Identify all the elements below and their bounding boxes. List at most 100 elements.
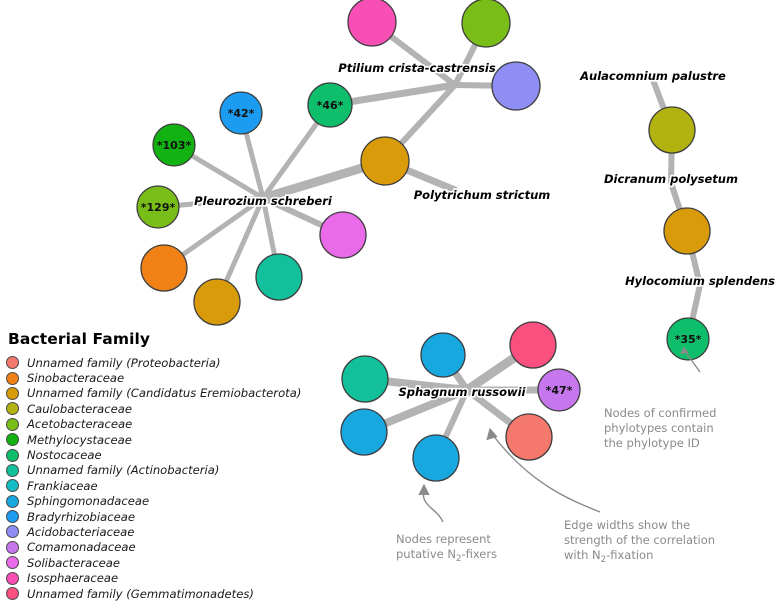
legend-item[interactable]: Sinobacteraceae	[6, 370, 286, 385]
legend-swatch-icon	[6, 525, 19, 539]
node-circle[interactable]	[412, 434, 460, 482]
legend-swatch-icon	[6, 587, 19, 601]
hub-label-aulacomnium: Aulacomnium palustre	[579, 69, 726, 83]
legend-item-label: Bradyrhizobiaceae	[27, 509, 135, 524]
legend-item[interactable]: Unnamed family (Candidatus Eremiobactero…	[6, 386, 301, 401]
legend-swatch-icon	[6, 448, 19, 462]
network-node[interactable]: *46*	[307, 82, 353, 128]
node-circle[interactable]	[491, 61, 541, 111]
network-node[interactable]	[319, 211, 367, 259]
legend-item[interactable]: Methylocystaceae	[6, 432, 286, 447]
legend-item[interactable]: Sphingomonadaceae	[6, 494, 286, 509]
network-node[interactable]	[360, 136, 410, 186]
network-node[interactable]	[412, 434, 460, 482]
node-circle[interactable]	[509, 321, 557, 369]
network-node[interactable]: *47*	[537, 368, 581, 412]
node-phylotype-id: *47*	[546, 384, 573, 397]
node-circle[interactable]	[341, 355, 389, 403]
arrow-phylotype	[683, 349, 701, 373]
network-node[interactable]: *129*	[136, 185, 180, 229]
node-phylotype-id: *46*	[317, 99, 344, 112]
annot-phylotype-line: Nodes of confirmed	[604, 406, 716, 420]
legend-item[interactable]: Comamonadaceae	[6, 540, 286, 555]
node-layer: *42* *46* *103* *129* *35* *47*	[136, 0, 711, 482]
arrow-phylotype-head	[680, 346, 689, 355]
network-node[interactable]	[663, 207, 711, 255]
network-node[interactable]	[461, 0, 511, 48]
legend-item-label: Isosphaeraceae	[27, 571, 119, 586]
node-circle[interactable]	[420, 332, 466, 378]
legend-title: Bacterial Family	[8, 330, 151, 348]
legend-swatch-icon	[6, 556, 19, 570]
legend-item-label: Nostocaceae	[27, 448, 102, 463]
node-circle[interactable]	[360, 136, 410, 186]
hub-label-polytrichum: Polytrichum strictum	[414, 188, 551, 202]
node-circle[interactable]	[219, 91, 263, 135]
legend-item-label: Acetobacteraceae	[27, 417, 133, 432]
network-node[interactable]	[255, 253, 303, 301]
node-circle[interactable]	[505, 413, 553, 461]
node-circle[interactable]	[307, 82, 353, 128]
legend-item-label: Frankiaceae	[27, 478, 98, 493]
legend-item-label: Unnamed family (Candidatus Eremiobactero…	[27, 386, 302, 401]
network-node[interactable]	[509, 321, 557, 369]
network-node[interactable]: *35*	[666, 317, 710, 361]
node-circle[interactable]	[648, 106, 696, 154]
node-circle[interactable]	[136, 185, 180, 229]
node-circle[interactable]	[461, 0, 511, 48]
legend-item-label: Acidobacteriaceae	[27, 524, 135, 539]
legend-swatch-icon	[6, 386, 19, 400]
legend-item[interactable]: Frankiaceae	[6, 478, 286, 493]
annotation-arrows	[418, 346, 701, 523]
node-phylotype-id: *42*	[228, 107, 255, 120]
node-circle[interactable]	[347, 0, 397, 47]
legend-item[interactable]: Nostocaceae	[6, 447, 286, 462]
annot-nodes-line: Nodes represent	[396, 532, 491, 546]
legend-item[interactable]: Unnamed family (Proteobacteria)	[6, 355, 286, 370]
annot-edges-line: with N2-fixation	[564, 548, 653, 565]
node-circle[interactable]	[319, 211, 367, 259]
network-node[interactable]	[347, 0, 397, 47]
legend-item[interactable]: Unnamed family (Gemmatimonadetes)	[6, 586, 286, 601]
node-circle[interactable]	[340, 408, 388, 456]
node-circle[interactable]	[666, 317, 710, 361]
legend-item-label: Unnamed family (Actinobacteria)	[27, 463, 220, 478]
hub-label-ptilium: Ptilium crista-castrensis	[338, 61, 496, 75]
legend-item[interactable]: Caulobacteraceae	[6, 401, 286, 416]
network-node[interactable]: *42*	[219, 91, 263, 135]
node-circle[interactable]	[537, 368, 581, 412]
node-circle[interactable]	[255, 253, 303, 301]
network-node[interactable]	[648, 106, 696, 154]
network-node[interactable]	[140, 244, 188, 292]
node-circle[interactable]	[663, 207, 711, 255]
legend-swatch-icon	[6, 433, 19, 447]
legend-item-label: Methylocystaceae	[27, 432, 132, 447]
annot-edges-line: strength of the correlation	[564, 533, 715, 547]
hub-label-hylocomium: Hylocomium splendens	[625, 274, 775, 288]
network-node[interactable]	[340, 408, 388, 456]
network-node[interactable]	[341, 355, 389, 403]
network-node[interactable]	[193, 278, 241, 326]
network-node[interactable]	[420, 332, 466, 378]
network-node[interactable]: *103*	[152, 123, 196, 167]
annot-edges-line: Edge widths show the	[564, 518, 690, 532]
legend: Bacterial Family Unnamed family (Proteob…	[6, 330, 301, 601]
node-circle[interactable]	[152, 123, 196, 167]
legend-item[interactable]: Acidobacteriaceae	[6, 524, 286, 539]
network-node[interactable]	[505, 413, 553, 461]
legend-item[interactable]: Isosphaeraceae	[6, 570, 286, 585]
legend-item[interactable]: Unnamed family (Actinobacteria)	[6, 463, 286, 478]
network-node[interactable]	[491, 61, 541, 111]
legend-item[interactable]: Solibacteraceae	[6, 555, 286, 570]
node-circle[interactable]	[193, 278, 241, 326]
legend-item[interactable]: Bradyrhizobiaceae	[6, 509, 286, 524]
legend-swatch-icon	[6, 510, 19, 524]
annot-phylotype-line: the phylotype ID	[604, 436, 700, 450]
legend-item[interactable]: Acetobacteraceae	[6, 417, 286, 432]
annot-nodes-line: putative N2-fixers	[396, 547, 497, 564]
legend-rows: Unnamed family (Proteobacteria)Sinobacte…	[6, 355, 301, 601]
node-circle[interactable]	[140, 244, 188, 292]
